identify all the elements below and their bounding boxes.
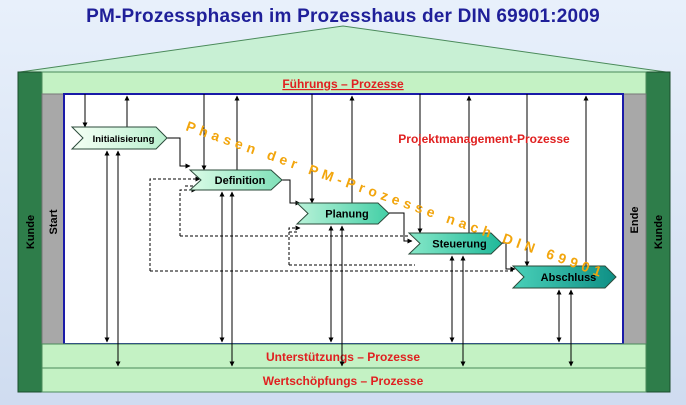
phase-label-1: Initialisierung xyxy=(93,134,155,145)
connector-lines xyxy=(82,94,589,367)
band-support-label: Unterstützungs – Prozesse xyxy=(266,350,420,364)
phase-label-5: Abschluss xyxy=(541,272,597,284)
label-customer-right: Kunde xyxy=(653,215,665,249)
band-value-label: Wertschöpfungs – Prozesse xyxy=(263,374,424,388)
phase-arrow-5 xyxy=(511,265,617,289)
page-title: PM-Prozessphasen im Prozesshaus der DIN … xyxy=(86,6,600,27)
phase-label-2: Definition xyxy=(215,175,266,187)
feedback-loop-plan xyxy=(288,225,301,265)
band-top-label: Führungs – Prozesse xyxy=(282,77,404,91)
flow-plan-steu xyxy=(389,212,413,244)
phase-arrow-1 xyxy=(70,126,168,150)
phase-arrow-3 xyxy=(295,202,390,225)
phase-label-3: Planung xyxy=(325,209,368,221)
flow-init-def xyxy=(167,137,191,169)
flow-steu-abs xyxy=(502,242,516,272)
label-start: Start xyxy=(48,209,60,234)
flow-def-plan xyxy=(282,179,301,206)
pm-processes-label: Projektmanagement-Prozesse xyxy=(398,132,570,146)
phase-arrow-2 xyxy=(188,169,283,191)
label-end: Ende xyxy=(629,207,641,234)
feedback-loop-outer xyxy=(149,176,201,271)
phase-arrows: InitialisierungDefinitionPlanungSteuerun… xyxy=(70,126,617,289)
phase-arrow-4 xyxy=(407,232,503,255)
label-customer-left: Kunde xyxy=(25,215,37,249)
roof xyxy=(19,25,667,73)
pillar-right xyxy=(645,71,671,393)
band-value xyxy=(41,367,647,393)
phase-label-4: Steuerung xyxy=(432,239,486,251)
